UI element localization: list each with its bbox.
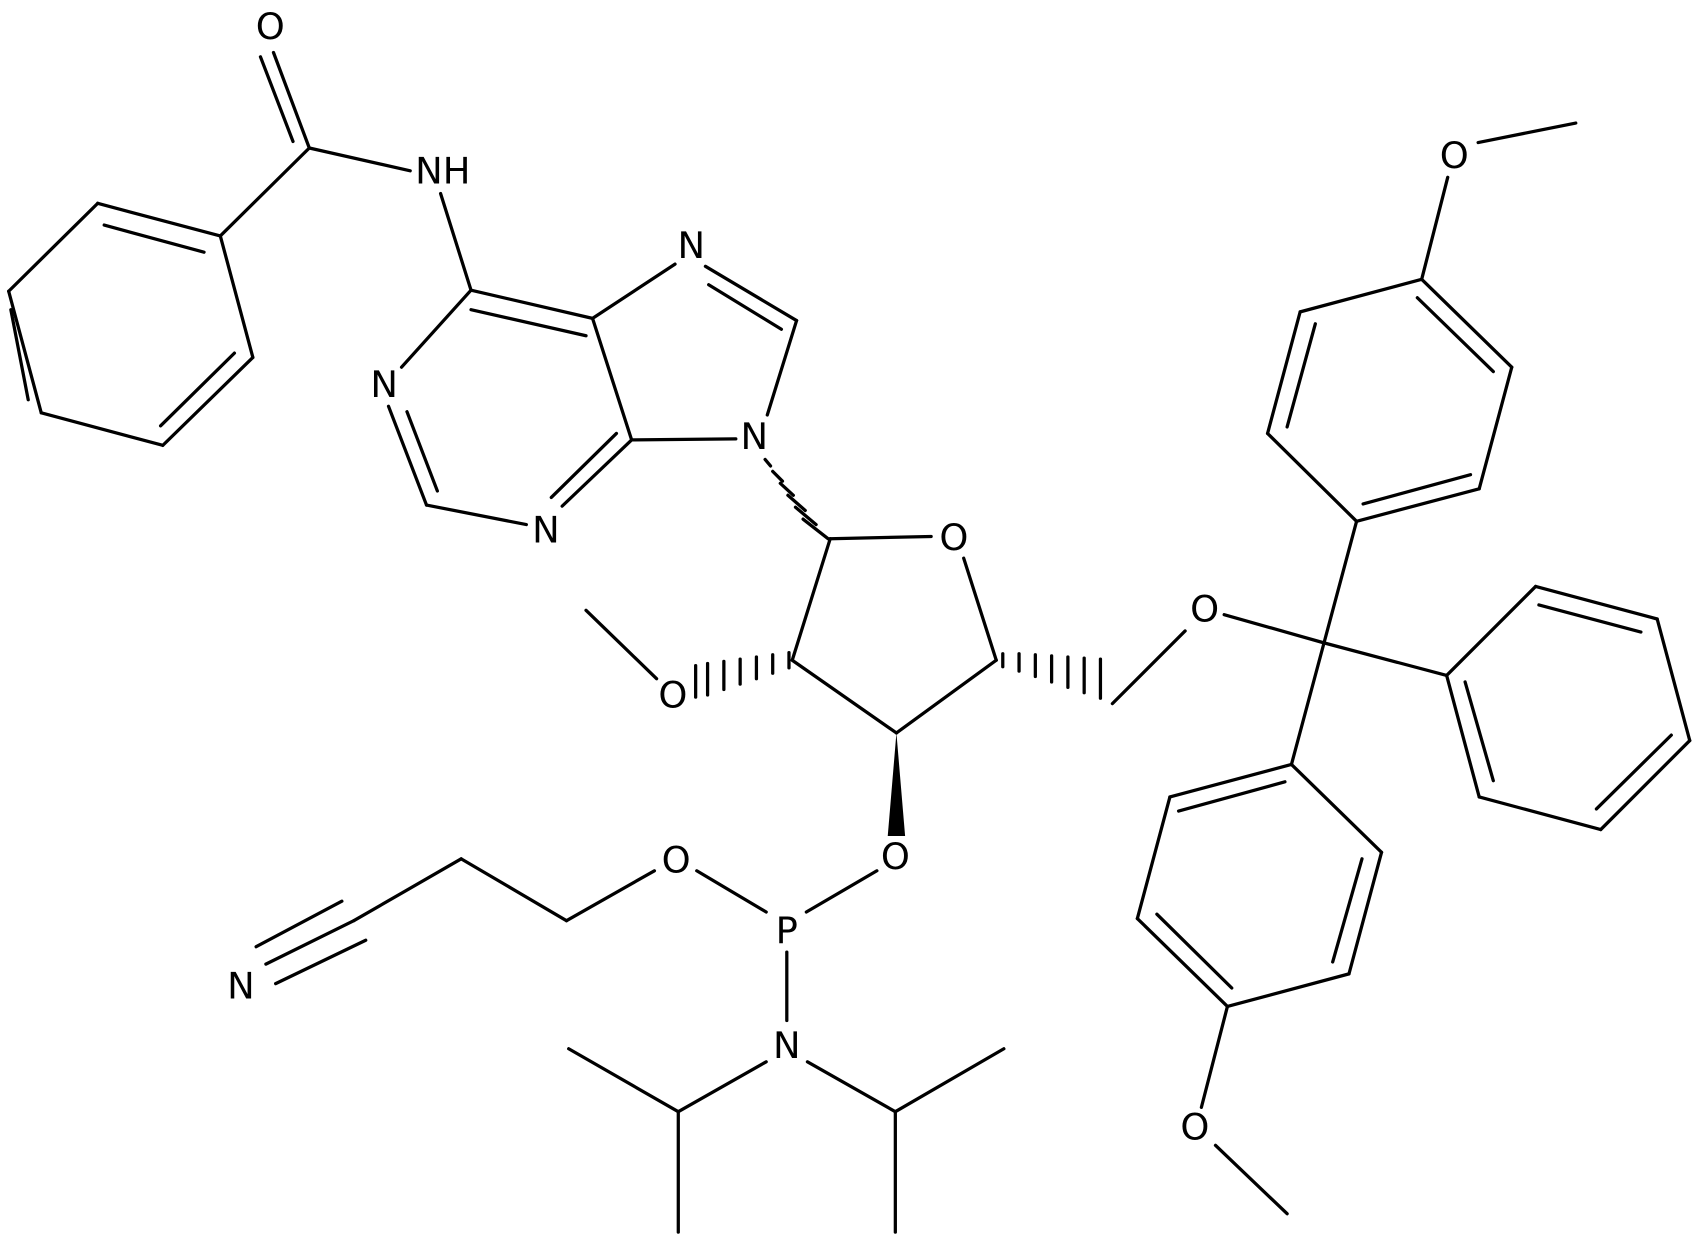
trityl-phenyl-ring [1445,584,1692,832]
atom-o-carbonyl: O [256,5,285,48]
atom-n-purine-1: N [370,363,398,406]
atom-o-methoxy-2: O [658,673,687,716]
c3-solid-wedge [887,732,906,837]
trityl-bonds [1289,519,1449,767]
benzoyl-phenyl-ring [7,201,255,447]
atom-labels: O NH N N N N O O O O O P N N O O [227,5,1469,1148]
atom-n-purine-3: N [532,509,560,552]
o5-trityl-bond [1222,613,1326,645]
methoxy-2-bond [584,608,659,681]
atom-n-purine-7: N [678,224,706,267]
atom-n-nitrile: N [227,964,255,1007]
purine-bonds [386,262,799,527]
atom-o-3prime: O [881,835,910,878]
c5-o5-bond [1110,629,1187,706]
top-anisyl-ring [1265,121,1578,523]
atom-p-phosphorus: P [776,909,798,952]
bonds [7,50,1692,1234]
atom-n-purine-9: N [740,415,768,458]
atom-o-ring: O [939,516,968,559]
atom-o-methoxy-bottom: O [1180,1105,1209,1148]
atom-o-methoxy-top: O [1440,134,1469,177]
phosphoramidite-bonds [254,857,1006,1234]
atom-n-diisopropyl: N [773,1024,801,1067]
atom-o-5prime: O [1190,588,1219,631]
amide-group [218,50,473,292]
ribose-ring [790,534,998,735]
atom-o-cyanoethyl: O [662,838,691,881]
atom-nh-amide: NH [415,149,470,192]
bottom-anisyl-ring [1135,762,1384,1216]
c2-hashed-wedge [694,651,791,699]
glycosidic-hashed-wedge [763,457,830,541]
c4-hashed-wedge [1001,652,1103,700]
